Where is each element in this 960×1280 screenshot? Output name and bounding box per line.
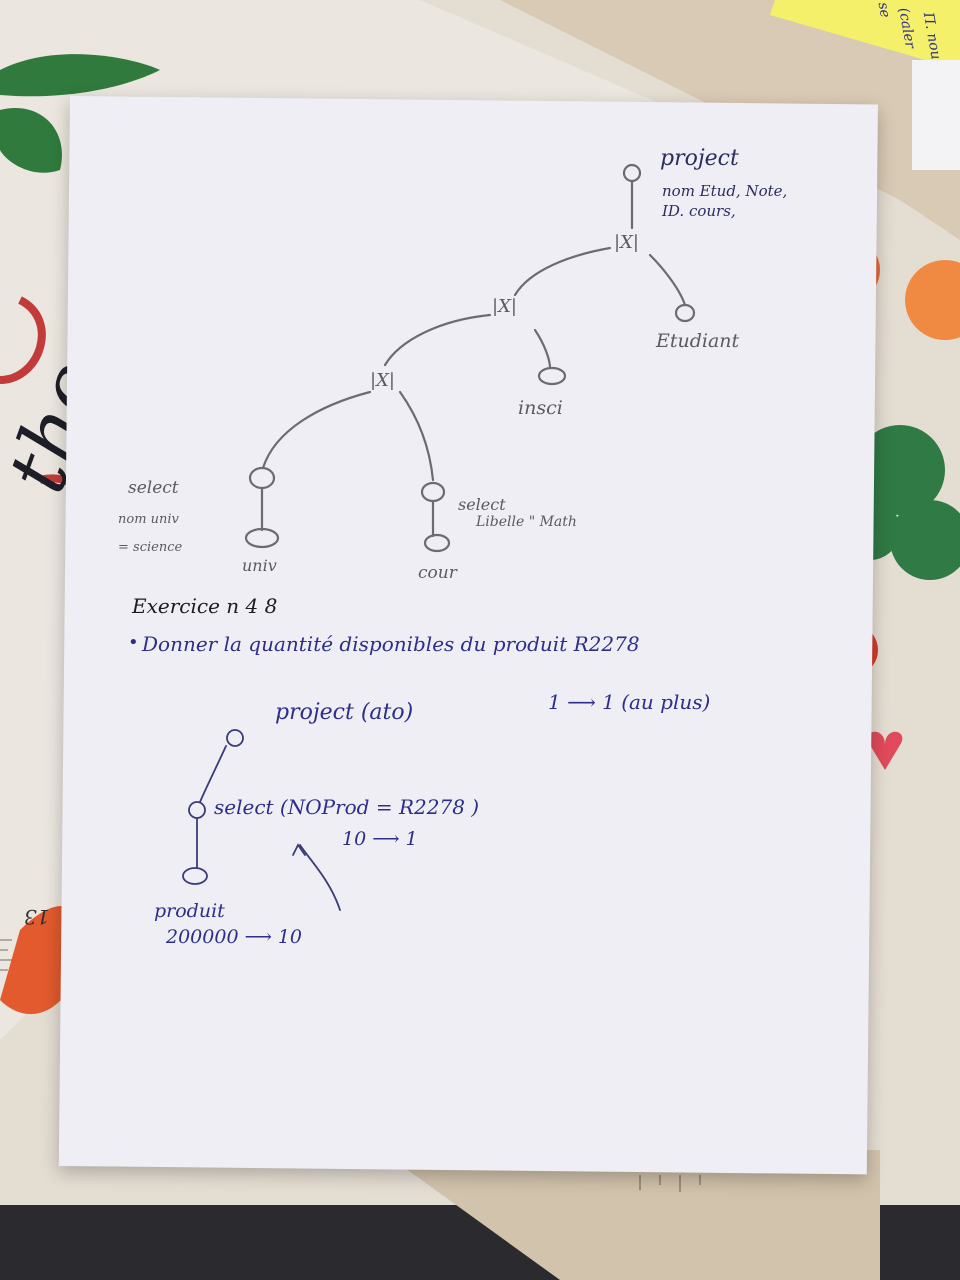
relation-cour: cour — [418, 563, 457, 583]
tree2-selection-cardinality: 10 ⟶ 1 — [342, 828, 418, 850]
join-symbol: |X| — [370, 370, 395, 391]
tree2-relation: produit — [154, 900, 225, 922]
tree2-projection-cardinality: 1 ⟶ 1 (au plus) — [548, 690, 711, 714]
exercise-statement: Donner la quantité disponibles du produi… — [142, 632, 640, 656]
projection-label: project — [660, 146, 739, 171]
select-left-condition: nom univ — [118, 512, 179, 527]
join-symbol: |X| — [492, 296, 517, 317]
select-left-label: select — [128, 478, 179, 498]
projection-attrs: nom Etud, Note, — [662, 182, 788, 200]
tree2-projection: project (ato) — [275, 700, 414, 725]
relation-etudiant: Etudiant — [656, 330, 740, 352]
relation-univ: univ — [242, 556, 277, 575]
tree2-selection: select (NOProd = R2278 ) — [214, 795, 480, 819]
node-project — [622, 163, 642, 183]
leaf-decoration — [0, 54, 160, 97]
exercise-title: Exercice n 4 8 — [132, 594, 278, 618]
select-right-condition: Libelle " Math — [476, 514, 577, 530]
projection-attrs: ID. cours, — [662, 202, 736, 220]
select-right-label: select — [458, 495, 506, 514]
tree2-relation-cardinality: 200000 ⟶ 10 — [166, 926, 303, 948]
relation-insci: insci — [518, 397, 563, 419]
exercise-bullet: • — [128, 632, 139, 653]
select-left-condition: = science — [118, 540, 183, 555]
join-symbol: |X| — [614, 232, 639, 253]
